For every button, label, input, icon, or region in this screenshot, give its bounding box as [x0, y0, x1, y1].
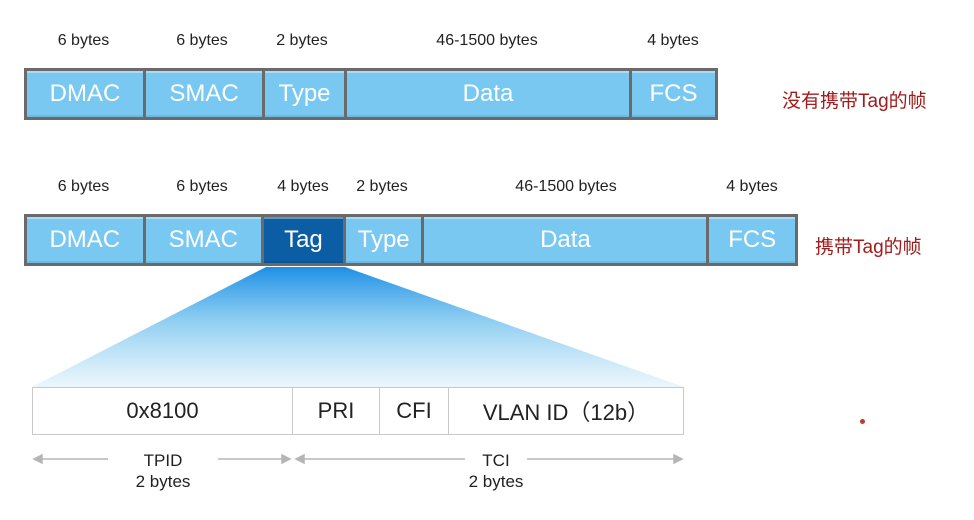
field-smac: SMAC — [146, 71, 262, 117]
tag-detail-row: 0x8100 PRI CFI VLAN ID（12b） — [32, 387, 684, 435]
pointer-dot — [860, 419, 865, 424]
tagged-frame-note: 携带Tag的帧 — [815, 237, 922, 258]
field-type: Type — [265, 71, 344, 117]
size-label-smac: 6 bytes — [176, 32, 228, 49]
size-label-fcs: 4 bytes — [726, 178, 778, 195]
size-label-dmac: 6 bytes — [57, 178, 110, 195]
size-label-type: 2 bytes — [356, 178, 408, 195]
tci-arrow-left-icon — [294, 453, 305, 465]
tci-name: TCI — [482, 451, 510, 470]
size-label-fcs: 4 bytes — [647, 32, 699, 49]
tpid-arrow-right-icon — [281, 453, 292, 465]
cfi-field: CFI — [380, 388, 449, 434]
tci-size: 2 bytes — [468, 472, 524, 491]
tpid-size: 2 bytes — [135, 472, 191, 491]
size-label-smac: 6 bytes — [176, 178, 228, 195]
tci-label: TCI 2 bytes — [440, 450, 552, 492]
tpid-value: 0x8100 — [33, 388, 293, 434]
field-fcs: FCS — [632, 71, 715, 117]
pri-field: PRI — [293, 388, 380, 434]
size-label-tag: 4 bytes — [277, 178, 329, 195]
field-fcs: FCS — [709, 217, 796, 263]
field-dmac: DMAC — [27, 217, 143, 263]
field-type: Type — [345, 217, 422, 263]
field-data: Data — [424, 217, 707, 263]
size-label-data: 46-1500 bytes — [515, 178, 617, 195]
field-smac: SMAC — [145, 217, 262, 263]
tci-arrow-right-icon — [673, 453, 684, 465]
size-label-type: 2 bytes — [276, 32, 328, 49]
field-tag: Tag — [264, 217, 343, 263]
size-label-dmac: 6 bytes — [57, 32, 110, 49]
untagged-frame: DMAC SMAC Type Data FCS — [24, 68, 718, 120]
tagged-frame: DMAC SMAC Tag Type Data FCS — [24, 214, 798, 266]
size-label-data: 46-1500 bytes — [436, 32, 538, 49]
field-data: Data — [347, 71, 629, 117]
vlan-id-field: VLAN ID（12b） — [482, 400, 650, 425]
tpid-arrow-left-icon — [32, 453, 43, 465]
untagged-frame-note: 没有携带Tag的帧 — [782, 91, 927, 112]
tpid-name: TPID — [143, 451, 183, 470]
tpid-label: TPID 2 bytes — [108, 450, 218, 492]
field-dmac: DMAC — [27, 71, 143, 117]
